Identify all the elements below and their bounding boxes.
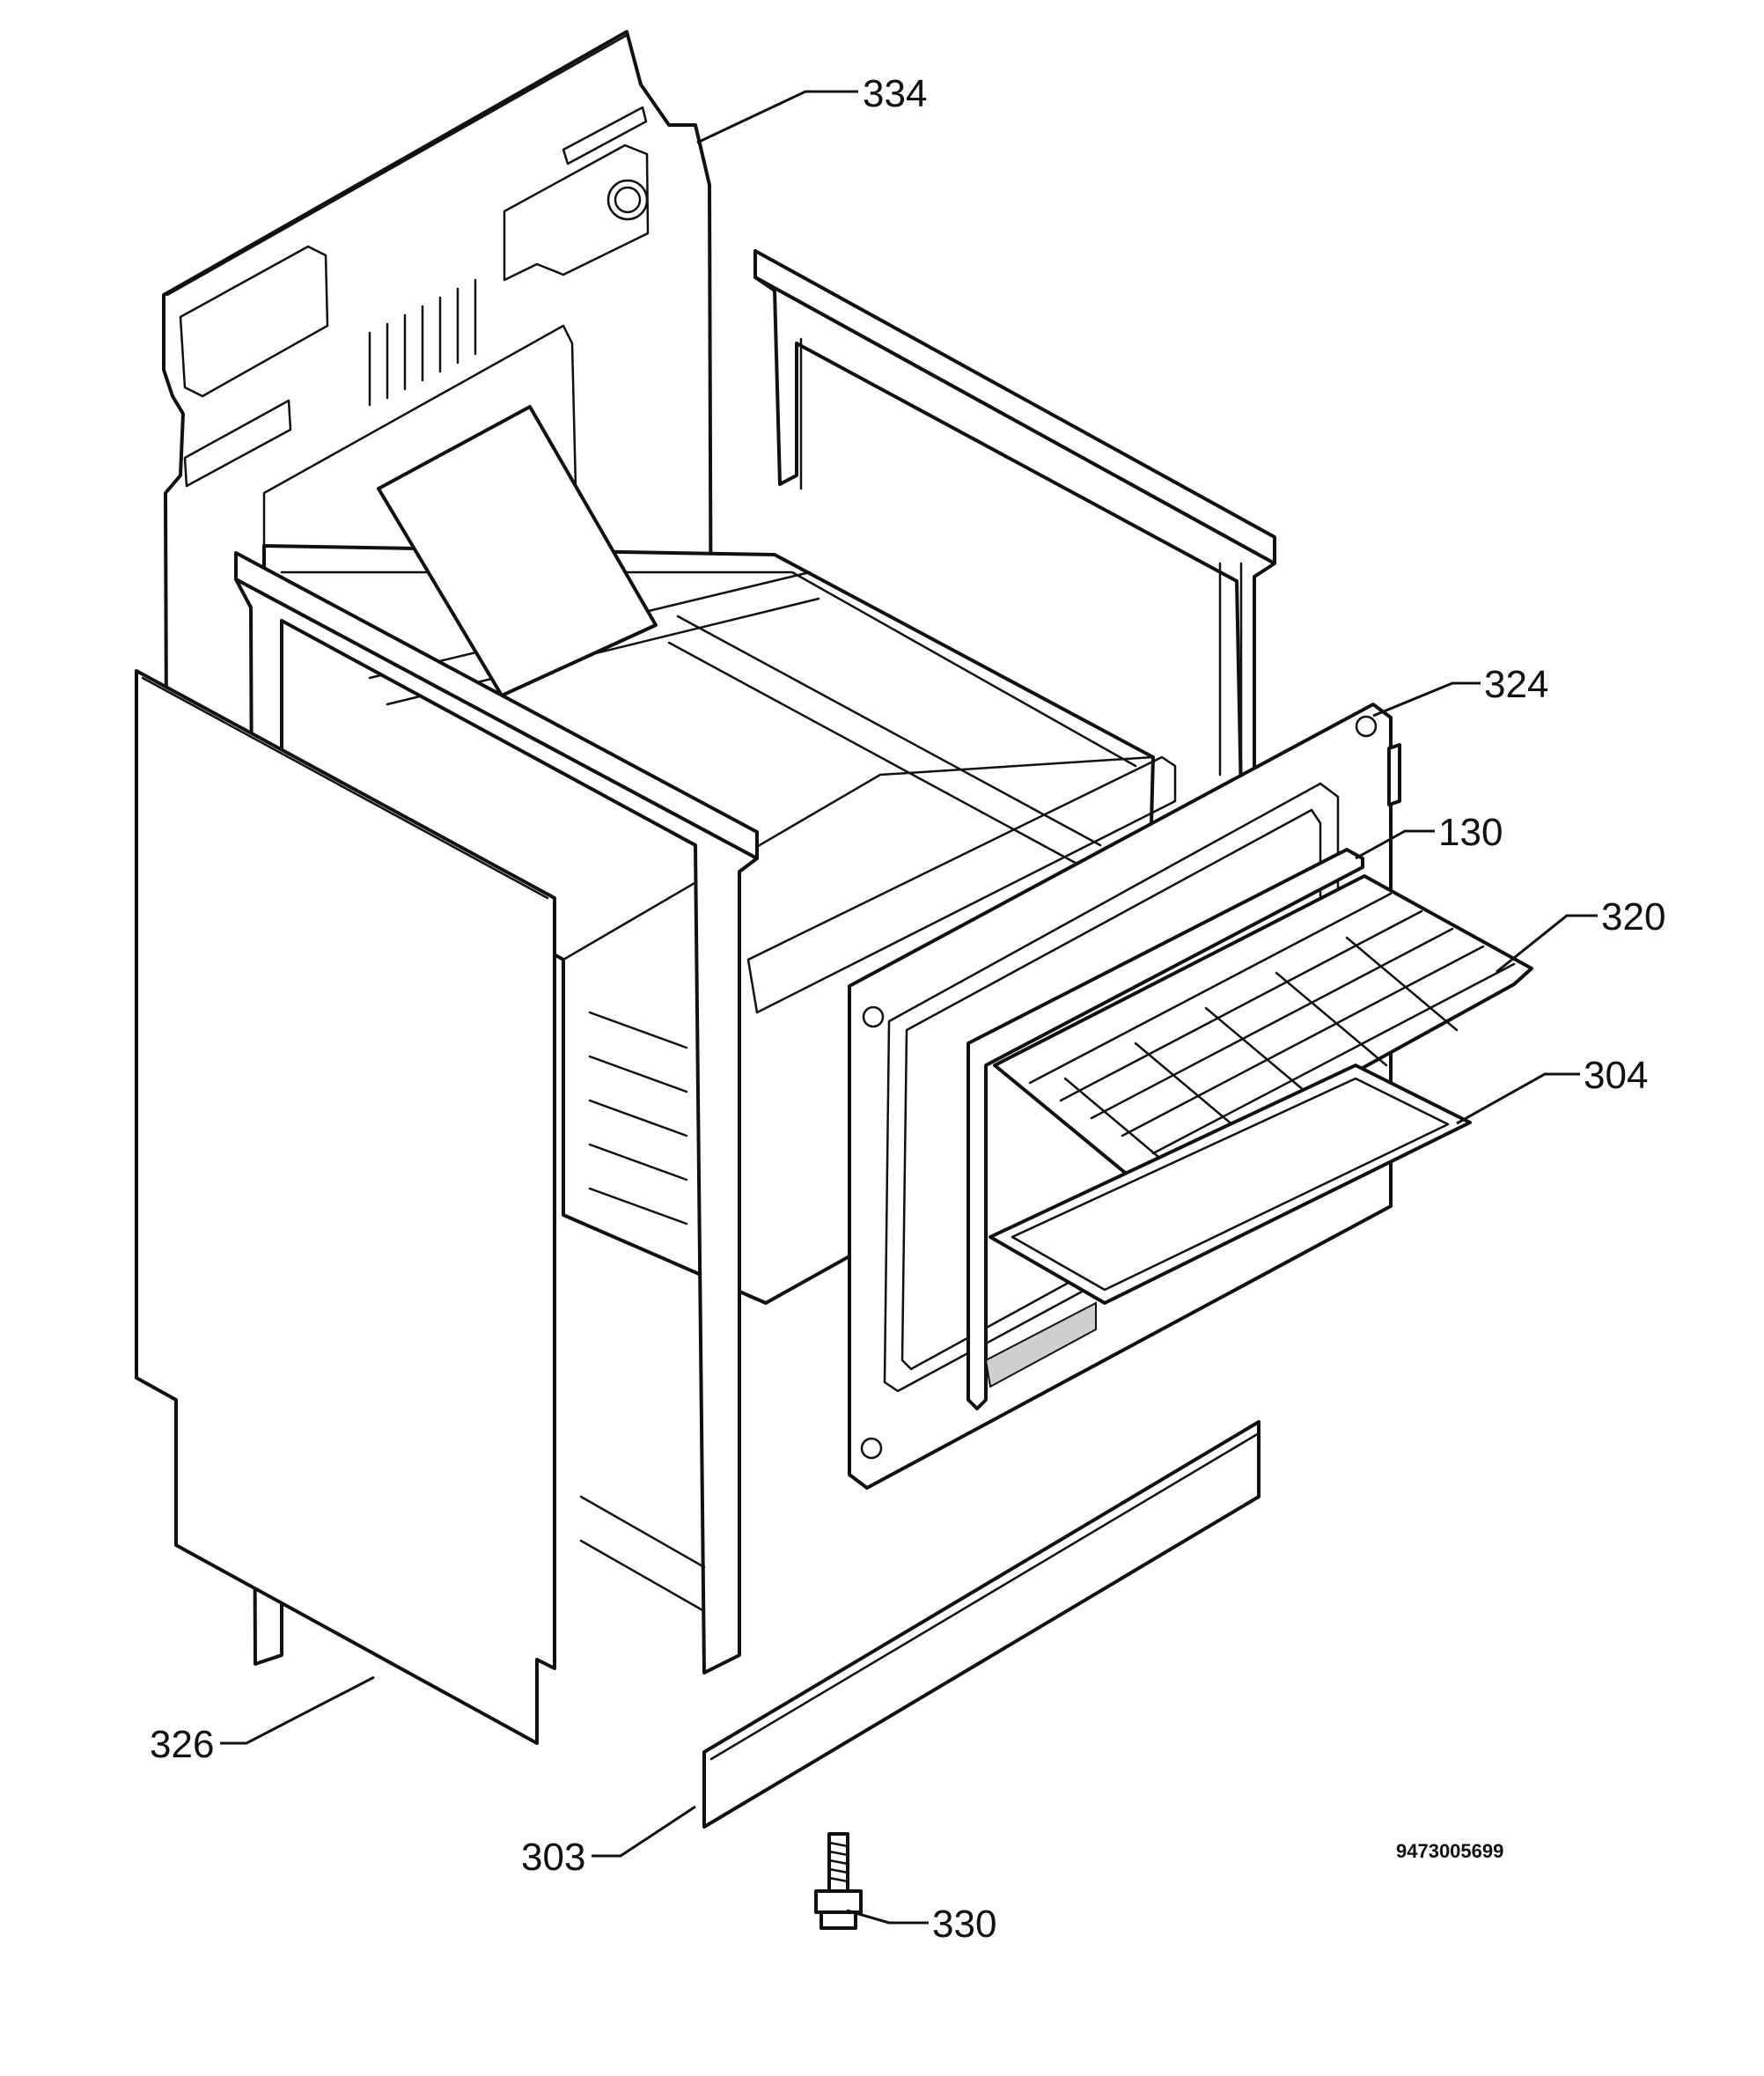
callout-303: 303: [521, 1836, 585, 1879]
right-side-rail: [753, 249, 1276, 799]
baking-tray: [989, 1064, 1472, 1305]
leader-lines: [220, 90, 1598, 1925]
callout-326: 326: [150, 1723, 214, 1766]
callout-324: 324: [1484, 663, 1548, 706]
document-number: 9473005699: [1396, 1840, 1503, 1862]
top-bracket: [377, 405, 658, 697]
callout-304: 304: [1584, 1054, 1648, 1097]
callout-330: 330: [932, 1903, 996, 1946]
side-panel: [135, 669, 556, 1745]
callout-130: 130: [1438, 811, 1503, 854]
door-seal: [967, 848, 1364, 1410]
callout-320: 320: [1601, 895, 1665, 939]
adjustable-foot: [814, 1832, 863, 1930]
callout-334: 334: [863, 72, 927, 115]
kick-plate: [702, 1420, 1261, 1829]
oven-shelf: [993, 874, 1533, 1190]
